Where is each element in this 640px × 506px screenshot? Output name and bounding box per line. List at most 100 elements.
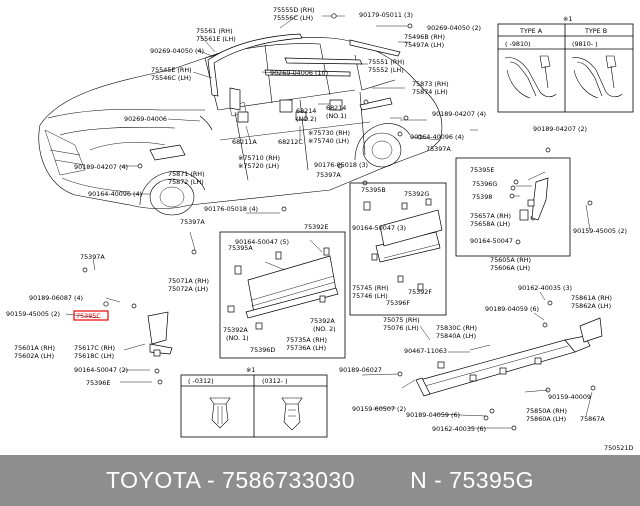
label-90164-50047-2: 90164-50047 (2): [74, 366, 128, 374]
label-75392E: 75392E: [304, 223, 328, 231]
label-75076: 75076 (LH): [383, 324, 419, 332]
label-90162-40035-6: 90162-40035 (6): [432, 425, 486, 433]
label-75657A: 75657A (RH): [470, 212, 511, 220]
label-90269-04050-2: 90269-04050 (2): [427, 24, 481, 32]
label-75871: 75871 (RH): [168, 170, 205, 178]
label-90269-04006: 90269-04006: [124, 115, 167, 123]
label-75601A: 75601A (RH): [14, 344, 55, 352]
label-75397A-b: 75397A: [316, 171, 341, 179]
label-diagram-code: 750521D: [604, 444, 633, 452]
rear-door-molding-group: [349, 182, 447, 316]
label-star1-top: ※1: [563, 15, 572, 23]
label-75075: 75075 (RH): [383, 316, 420, 324]
label-90159-40009: 90159-40009: [548, 393, 591, 401]
label-68214-no1: 68214: [326, 104, 346, 112]
label-75555D: 75555D (RH): [273, 6, 315, 14]
clip-detail-box: [180, 374, 328, 438]
label-75392A-no2-sub: (NO. 2): [313, 325, 336, 333]
label-90269-04006-10: 90269-04006 (10): [270, 69, 328, 77]
label-75546C: 75546C (LH): [151, 74, 191, 82]
label-75861A: 75861A (RH): [571, 294, 612, 302]
label-75746: 75746 (LH): [352, 292, 388, 300]
label-75397A-d: 75397A: [80, 253, 105, 261]
label-75874: 75874 (LH): [412, 88, 448, 96]
label-90176-05018-4: 90176-05018 (4): [204, 205, 258, 213]
label-75551: 75551 (RH): [368, 58, 405, 66]
label-90162-40035-3: 90162-40035 (3): [518, 284, 572, 292]
highlight-75395C: [73, 310, 109, 321]
label-90269-04050-4: 90269-04050 (4): [150, 47, 204, 55]
label-75602A: 75602A (LH): [14, 352, 54, 360]
roof-molding-parts: [149, 33, 401, 161]
label-90467: 90467-11063: [404, 347, 447, 355]
part-number-labels: 75555D (RH) 75556C (LH) 90179-05011 (3) …: [6, 6, 633, 452]
label-90164-40096-4a: 90164-40096 (4): [410, 133, 464, 141]
label-75392A-no2: 75392A: [310, 317, 335, 325]
type-ab-box: [497, 23, 634, 113]
label-75497A: 75497A (LH): [404, 41, 444, 49]
label-90176-05018-3: 90176-05018 (3): [314, 161, 368, 169]
label-75735A: 75735A (RH): [286, 336, 327, 344]
label-75617C: 75617C (RH): [74, 344, 115, 352]
footer-part-text: TOYOTA - 7586733030 N - 75395G: [105, 467, 535, 493]
label-type-b-range: (9810- ): [572, 40, 598, 48]
car-body-drawing: [38, 37, 443, 216]
label-90189-04207-4a: 90189-04207 (4): [432, 110, 486, 118]
label-75830C: 75830C (RH): [436, 324, 477, 332]
label-75496B: 75496B (RH): [404, 33, 445, 41]
label-75720: ※75720 (LH): [238, 162, 279, 170]
label-75395E: 75395E: [470, 166, 494, 174]
label-75860A: 75860A (LH): [526, 415, 566, 423]
label-75395A: 75395A: [228, 244, 253, 252]
label-type-a-range: ( -9810): [505, 40, 531, 48]
label-90189-04059-6a: 90189-04059 (6): [485, 305, 539, 313]
label-68214-no2-sub: (NO.2): [296, 115, 317, 123]
label-75862A: 75862A (LH): [571, 302, 611, 310]
label-75395B: 75395B: [361, 186, 386, 194]
label-75397A-c: 75397A: [180, 218, 205, 226]
label-68211A: 68211A: [232, 138, 257, 146]
label-90189-06027: 90189-06027: [339, 366, 382, 374]
label-68214-no2: 68214: [296, 107, 316, 115]
label-75392F: 75392F: [408, 288, 432, 296]
exploded-parts-diagram: 75555D (RH) 75556C (LH) 90179-05011 (3) …: [6, 6, 634, 452]
front-door-molding-group: [219, 231, 346, 359]
label-75606A: 75606A (LH): [490, 264, 530, 272]
label-68212C: 68212C: [278, 138, 303, 146]
label-type-b: TYPE B: [584, 27, 607, 35]
middle-leader-lines: [65, 171, 593, 429]
label-type-a: TYPE A: [519, 27, 543, 35]
label-90159-45005-2a: 90159-45005 (2): [573, 227, 627, 235]
label-75736A: 75736A (LH): [286, 344, 326, 352]
label-90164-50047-3: 90164-50047 (3): [352, 224, 406, 232]
label-75398: 75398: [472, 193, 492, 201]
label-star1-clip: ※1: [246, 366, 255, 374]
label-range-0312a: ( -0312): [188, 377, 214, 385]
label-90159-45005-2b: 90159-45005 (2): [6, 310, 60, 318]
rear-mudguard-group: [455, 157, 571, 257]
label-90179: 90179-05011 (3): [359, 11, 413, 19]
label-75396E: 75396E: [86, 379, 110, 387]
label-75556C: 75556C (LH): [273, 14, 313, 22]
label-75873: 75873 (RH): [412, 80, 449, 88]
label-75710: ※75710 (RH): [238, 154, 280, 162]
label-75840A: 75840A (LH): [436, 332, 476, 340]
label-90189-04207-2: 90189-04207 (2): [533, 125, 587, 133]
label-75545E: 75545E (RH): [151, 66, 192, 74]
label-75605A: 75605A (RH): [490, 256, 531, 264]
label-90189-06087: 90189-06087 (4): [29, 294, 83, 302]
label-75740: ※75740 (LH): [308, 137, 349, 145]
label-90159-60507: 90159-60507 (2): [352, 405, 406, 413]
label-90189-04207-4b: 90189-04207 (4): [74, 163, 128, 171]
label-68214-no1-sub: (NO.1): [326, 112, 347, 120]
label-75561: 75561 (RH): [196, 27, 233, 35]
label-75396D: 75396D: [250, 346, 275, 354]
label-75850A: 75850A (RH): [526, 407, 567, 415]
label-75618C: 75618C (LH): [74, 352, 114, 360]
footer-bar: TOYOTA - 7586733030 N - 75395G: [0, 455, 640, 506]
label-75397A-a: 75397A: [426, 145, 451, 153]
label-75392G: 75392G: [404, 190, 429, 198]
label-75867A: 75867A: [580, 415, 605, 423]
front-mudguard-group: [147, 311, 173, 357]
label-90164-50047-5: 90164-50047 (5): [235, 238, 289, 246]
